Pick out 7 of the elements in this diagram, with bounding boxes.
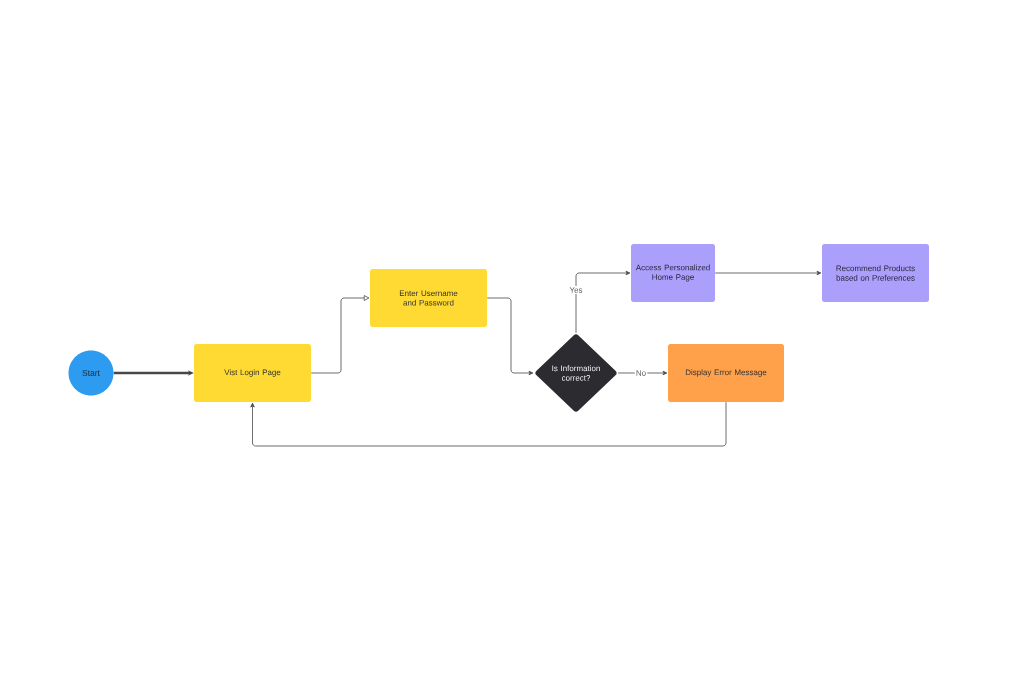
arrow <box>575 270 631 334</box>
arrow <box>714 270 822 276</box>
arrow <box>310 295 370 374</box>
arrow <box>486 297 534 376</box>
arrow <box>250 401 727 447</box>
arrow <box>113 370 194 376</box>
arrow <box>617 370 668 376</box>
